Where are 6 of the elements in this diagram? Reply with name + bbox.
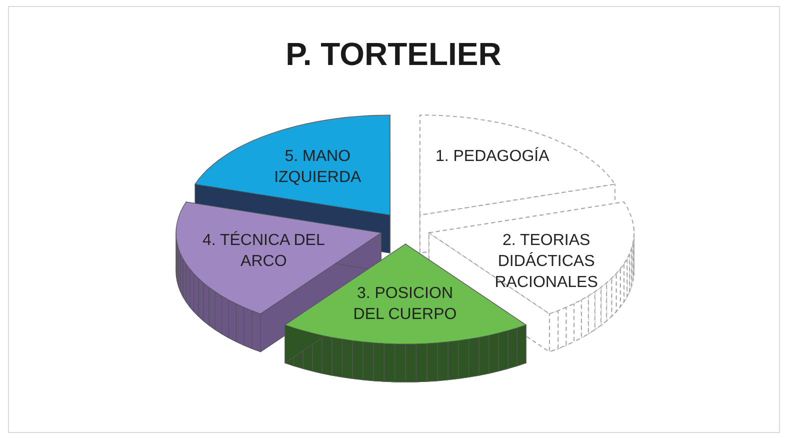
slice-label: 1. PEDAGOGÍA — [434, 146, 550, 166]
chart-title: P. TORTELIER — [286, 36, 502, 72]
slice-label: 2. TEORIAS DIDÁCTICAS RACIONALES — [494, 231, 599, 294]
slice-label: 4. TÉCNICA DEL ARCO — [201, 230, 326, 272]
slice-label: 3. POSICION DEL CUERPO — [352, 284, 458, 325]
slice-label: 5. MANO IZQUIERDA — [273, 146, 362, 188]
